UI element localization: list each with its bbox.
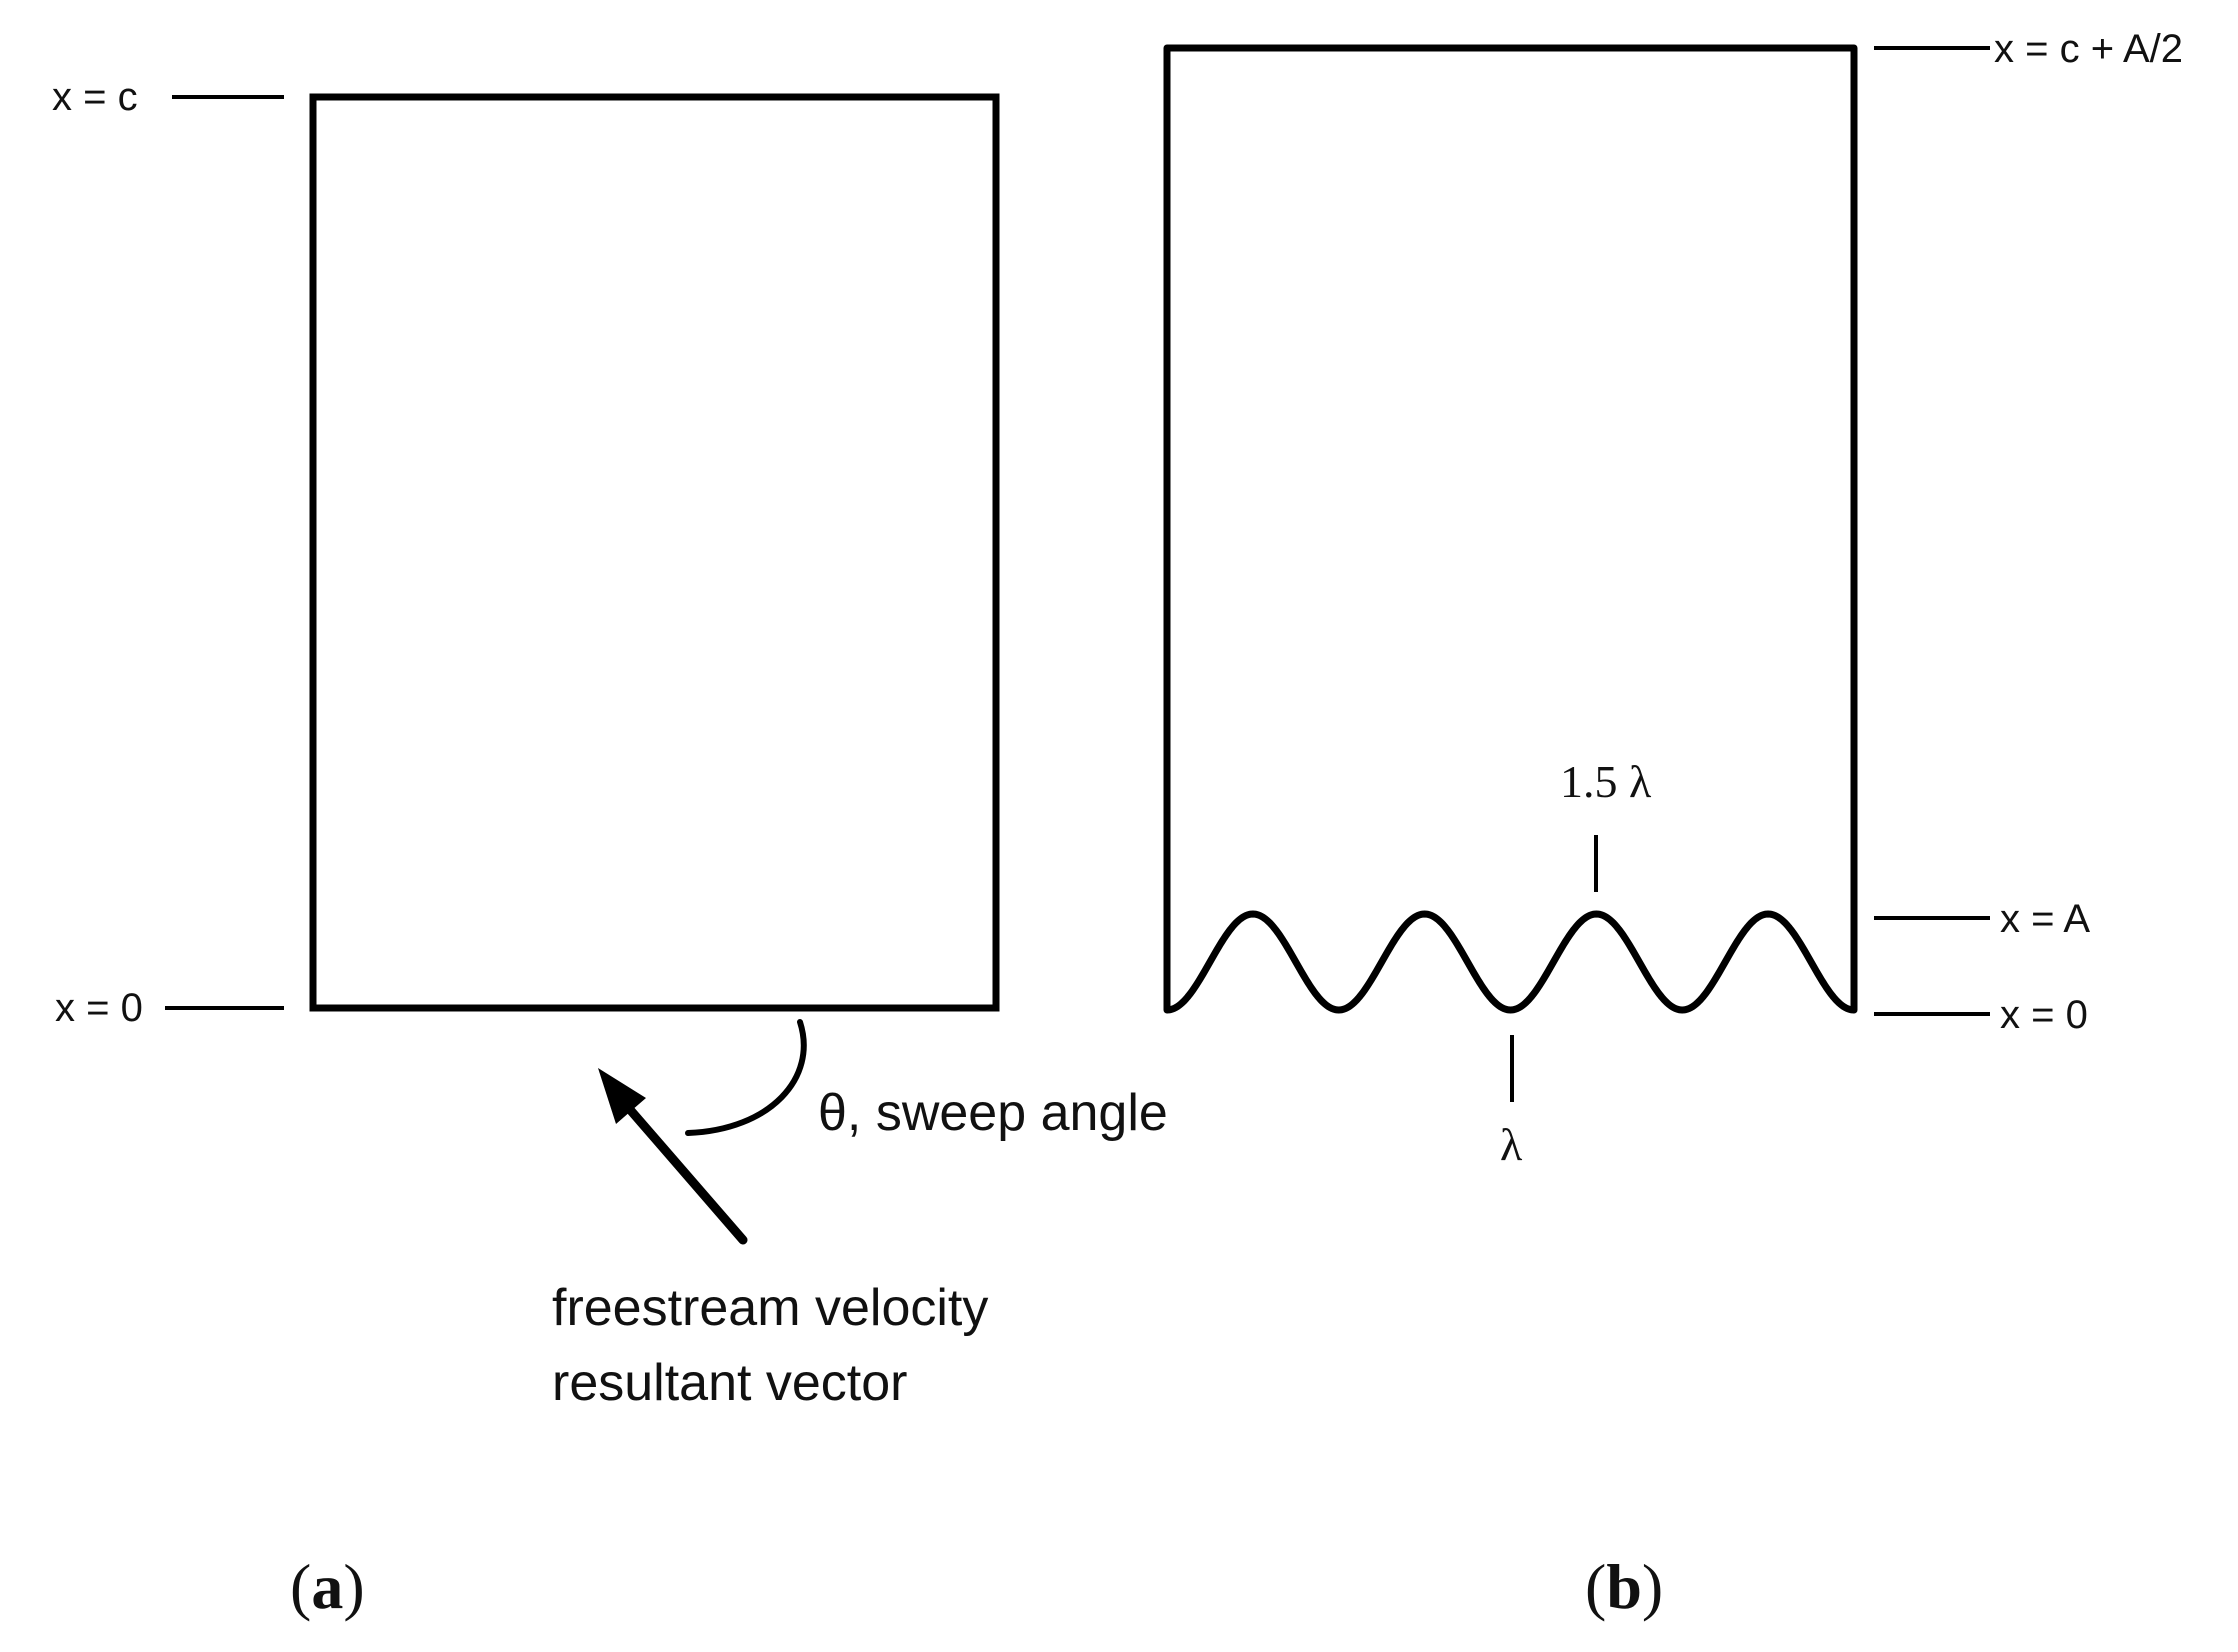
panel-b-label: (b) bbox=[1585, 1551, 1663, 1622]
panel-a-open-paren: ( bbox=[290, 1551, 311, 1622]
velocity-label-line2: resultant vector bbox=[552, 1354, 908, 1412]
x-c-marker-label: x = c bbox=[52, 75, 138, 119]
panel-a: x = c x = 0 θ, sweep angle freestream ve… bbox=[52, 75, 1168, 1622]
x-c-plus-a-half-marker-label: x = c + A/2 bbox=[1994, 27, 2183, 71]
baseline-wing-outline bbox=[309, 93, 1000, 1012]
panel-a-letter: a bbox=[311, 1551, 343, 1622]
wavy-wing-outline bbox=[1163, 44, 1858, 1014]
trough-label: λ bbox=[1500, 1119, 1523, 1170]
x-0-b-marker-label: x = 0 bbox=[2000, 993, 2088, 1037]
sweep-angle-label: θ, sweep angle bbox=[818, 1084, 1168, 1142]
x-0-marker-label: x = 0 bbox=[55, 986, 143, 1030]
panel-b-open-paren: ( bbox=[1585, 1551, 1606, 1622]
velocity-label-line1: freestream velocity bbox=[552, 1279, 988, 1337]
x-a-marker-label: x = A bbox=[2000, 897, 2090, 941]
panel-b-letter: b bbox=[1606, 1551, 1642, 1622]
freestream-velocity-arrowhead bbox=[598, 1068, 646, 1124]
panel-a-label: (a) bbox=[290, 1551, 365, 1622]
panel-b: x = c + A/2 x = A x = 0 1.5 λ λ (b) bbox=[1163, 27, 2183, 1622]
panel-a-close-paren: ) bbox=[343, 1551, 364, 1622]
sweep-angle-arc bbox=[685, 1019, 807, 1136]
freestream-velocity-arrow-shaft bbox=[615, 1093, 748, 1245]
peak-label: 1.5 λ bbox=[1560, 756, 1652, 807]
panel-b-close-paren: ) bbox=[1642, 1551, 1663, 1622]
